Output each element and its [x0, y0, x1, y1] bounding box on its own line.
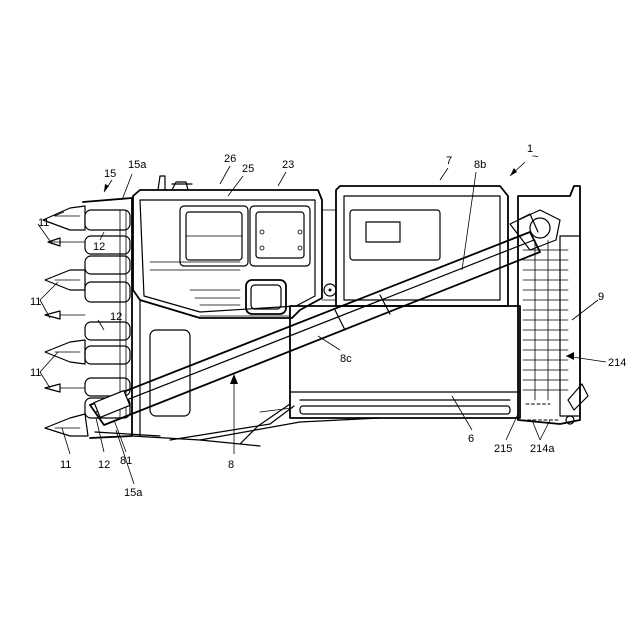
label-25: 25 [242, 163, 254, 175]
cabin-section [133, 176, 322, 318]
label-11-d: 11 [60, 459, 71, 471]
straw-discharge-section [518, 186, 588, 424]
label-15a-top: 15a [128, 159, 147, 171]
pulling-cylinders [85, 210, 130, 418]
label-81: 81 [120, 455, 132, 467]
label-215: 215 [494, 443, 512, 455]
label-11-b: 11 [30, 296, 41, 308]
label-23: 23 [282, 159, 294, 171]
label-11-a: 11 [38, 217, 49, 229]
operator-seat [180, 206, 310, 266]
label-6: 6 [468, 433, 474, 445]
label-12-b: 12 [110, 311, 122, 323]
bottom-frame [170, 404, 380, 444]
crop-divider-4 [45, 414, 88, 436]
label-7: 7 [446, 155, 452, 167]
label-26: 26 [224, 153, 236, 165]
label-8: 8 [228, 459, 234, 471]
unloading-auger [90, 210, 560, 425]
label-214a: 214a [530, 443, 555, 455]
label-11-c: 11 [30, 367, 41, 379]
label-9: 9 [598, 291, 604, 303]
label-12-a: 12 [93, 241, 105, 253]
reaping-section [43, 198, 260, 446]
grain-tank [322, 186, 508, 306]
label-12-d: 12 [98, 459, 110, 471]
crop-divider-2 [45, 270, 85, 319]
label-8b: 8b [474, 159, 486, 171]
label-15a-bottom: 15a [124, 487, 143, 499]
label-1-tilde: ~ [532, 151, 538, 163]
label-8c: 8c [340, 353, 352, 365]
crop-divider-3 [45, 340, 85, 392]
chopper-blades [523, 240, 568, 400]
label-214: 214 [608, 357, 626, 369]
label-15: 15 [104, 168, 116, 180]
